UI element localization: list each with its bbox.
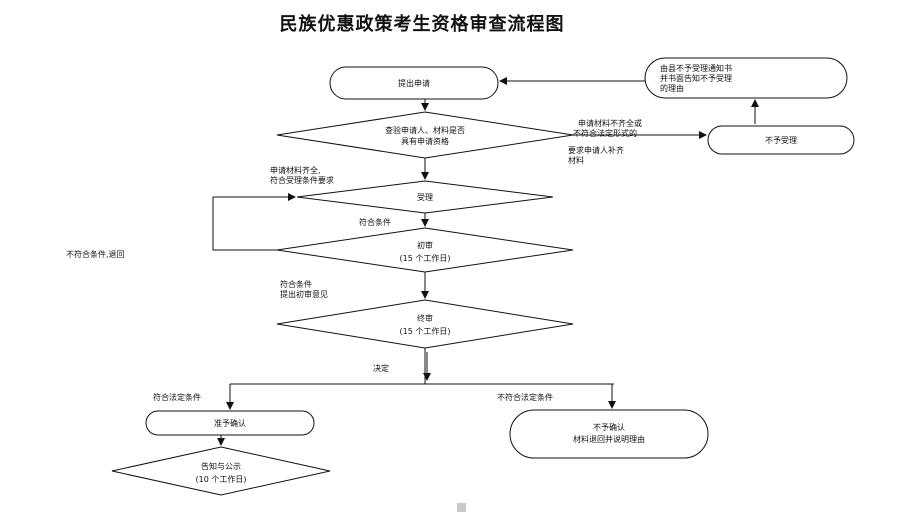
label-meets-legal: 符合法定条件	[153, 393, 201, 402]
label-not-meets: 不符合条件,退回	[66, 250, 125, 259]
node-apply	[329, 66, 499, 100]
node-final-review	[276, 299, 574, 349]
node-notify	[644, 57, 848, 99]
node-publicize	[111, 446, 331, 496]
node-initial-review-days: (15 个工作日)	[399, 254, 451, 263]
node-notify-line2: 并书面告知不予受理	[660, 74, 732, 83]
node-check-line2: 具有申请资格	[401, 137, 449, 146]
label-require-line1: 要求申请人补齐	[568, 146, 624, 155]
node-apply-label: 提出申请	[398, 79, 430, 88]
label-incomplete-line2: 不符合法定形式的	[573, 129, 637, 138]
label-incomplete-line1: 申请材料不齐全或	[578, 119, 642, 128]
label-complete-line2: 符合受理条件要求	[270, 176, 334, 185]
node-notify-line3: 的理由	[660, 84, 684, 93]
node-notify-line1: 由县不予受理通知书	[660, 64, 732, 73]
label-require-line2: 材料	[568, 156, 584, 165]
node-final-review-days: (15 个工作日)	[399, 327, 451, 336]
node-initial-review-label: 初审	[417, 241, 433, 250]
node-deny-confirm-line1: 不予确认	[593, 423, 625, 432]
node-confirm	[145, 410, 315, 436]
label-complete-line1: 申请材料齐全,	[270, 166, 321, 175]
label-not-meets-legal: 不符合法定条件	[497, 393, 553, 402]
label-meets: 符合条件	[359, 218, 391, 227]
page-title: 民族优惠政策考生资格审查流程图	[279, 14, 565, 35]
node-reject	[707, 125, 855, 155]
node-deny-confirm	[509, 409, 709, 459]
label-meets-submit-line1: 符合条件	[280, 280, 312, 289]
node-confirm-label: 准予确认	[214, 419, 246, 428]
node-deny-confirm-line2: 材料退回并说明理由	[573, 435, 645, 444]
node-check-line1: 查验申请人、材料是否	[385, 126, 465, 135]
label-decide: 决定	[373, 364, 389, 373]
label-meets-submit-line2: 提出初审意见	[280, 290, 328, 299]
node-final-review-label: 终审	[417, 314, 433, 323]
node-publicize-label: 告知与公示	[201, 462, 241, 471]
node-reject-label: 不予受理	[765, 136, 797, 145]
node-accept-label: 受理	[417, 193, 433, 202]
node-publicize-days: (10 个工作日)	[195, 475, 247, 484]
page-scroll-marker[interactable]	[457, 503, 466, 512]
